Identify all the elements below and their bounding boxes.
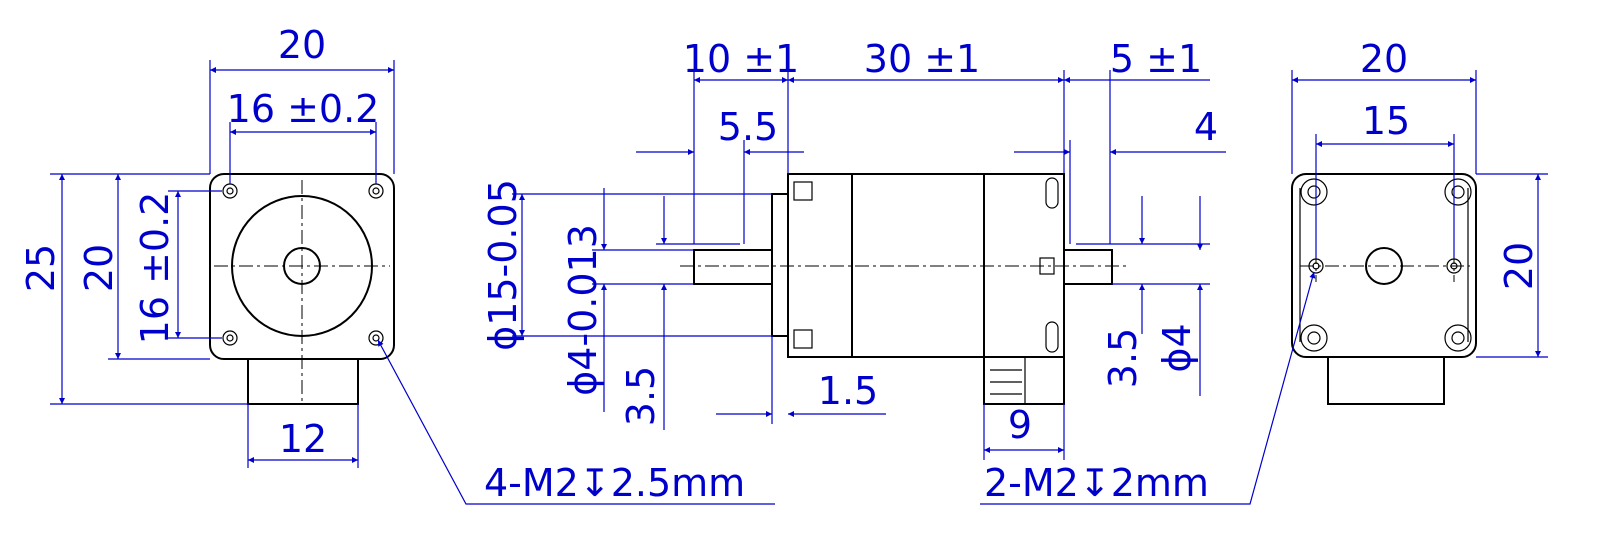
callout-rear-holes: 2-M2↧2mm (984, 461, 1209, 505)
rear-view (1291, 173, 1477, 405)
side-rear-shaft (1063, 249, 1113, 285)
front-dimensions: 20 16 ±0.2 25 20 16 ±0.2 12 4-M2↧2.5mm (19, 23, 775, 505)
dim-rear-hole-spacing: 15 (1362, 99, 1410, 143)
side-front-shaft (693, 249, 773, 285)
side-pilot (771, 193, 789, 337)
dim-side-rear-flat-depth: 3.5 (1101, 328, 1145, 388)
front-view (209, 173, 395, 405)
dim-front-hole-spacing-v: 16 ±0.2 (133, 192, 177, 345)
callout-front-holes: 4-M2↧2.5mm (484, 461, 745, 505)
front-boss (247, 358, 359, 405)
rear-boss (1327, 356, 1445, 405)
dim-side-body-length: 30 ±1 (864, 37, 980, 81)
rear-dimensions: 20 15 20 2-M2↧2mm (980, 37, 1548, 505)
dim-rear-height: 20 (1497, 242, 1541, 290)
dim-side-rear-flat: 4 (1194, 105, 1218, 149)
dim-side-flat-length: 5.5 (718, 105, 778, 149)
dim-front-height-body: 20 (77, 244, 121, 292)
dim-front-boss-width: 12 (279, 417, 327, 461)
dim-side-gearbox-length: 9 (1008, 403, 1032, 447)
dim-side-front-length: 10 ±1 (683, 37, 799, 81)
side-view (680, 173, 1126, 405)
side-gearbox (983, 356, 1065, 405)
dim-front-width: 20 (278, 23, 326, 67)
dim-side-pilot-dia: ϕ15-0.05 (481, 179, 525, 351)
dim-front-height-total: 25 (19, 244, 63, 292)
dim-side-pilot-depth: 1.5 (818, 369, 878, 413)
dim-side-rear-shaft-dia: ϕ4 (1155, 323, 1199, 372)
dim-front-hole-spacing-h: 16 ±0.2 (227, 87, 380, 131)
side-dimensions: 10 ±1 30 ±1 5 ±1 5.5 4 ϕ15-0.05 ϕ4-0.013… (481, 37, 1226, 460)
dim-rear-width: 20 (1360, 37, 1408, 81)
dim-side-shaft-dia: ϕ4-0.013 (561, 224, 605, 396)
dim-side-flat-depth: 3.5 (619, 366, 663, 426)
dim-side-rear-length: 5 ±1 (1110, 37, 1202, 81)
